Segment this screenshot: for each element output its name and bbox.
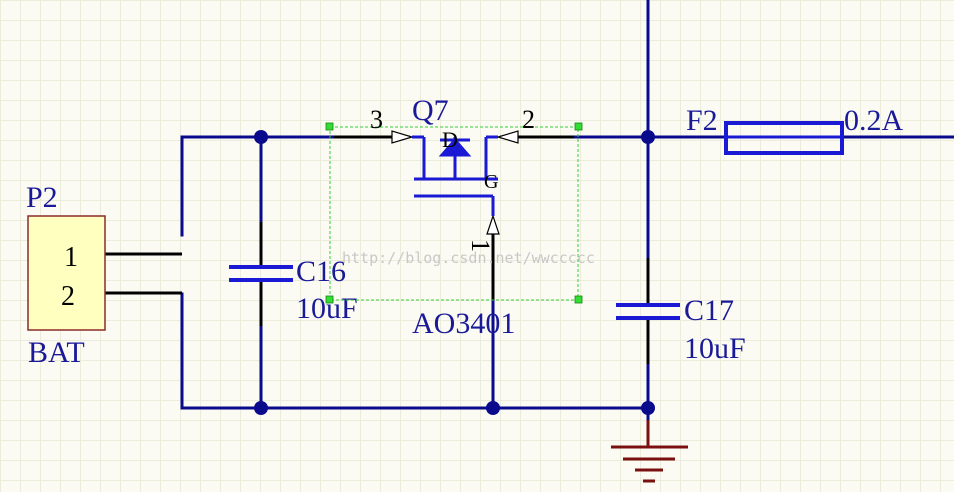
q7-overlap-token: D: [442, 127, 458, 152]
junction-dot: [641, 401, 655, 415]
mosfet-symbol: [412, 135, 498, 216]
junction-dot: [486, 401, 500, 415]
watermark-text: http://blog.csdn.net/wwccccc: [342, 249, 595, 267]
connector-pin-2: 2: [61, 281, 75, 312]
connector-designator: P2: [26, 181, 58, 214]
connector-body[interactable]: [27, 215, 106, 331]
capacitor-c17[interactable]: C17 10uF: [616, 294, 746, 365]
gate-arrow-icon: [486, 214, 500, 235]
fuse-f2[interactable]: F2 0.2A: [686, 104, 904, 155]
connector-value: BAT: [28, 336, 85, 369]
c16-designator: C16: [296, 255, 346, 288]
junction-dot: [641, 130, 655, 144]
drain-arrow-icon: [391, 130, 415, 144]
selection-handle[interactable]: [325, 295, 334, 304]
ground-symbol[interactable]: [611, 420, 688, 483]
connector-pin-1: 1: [64, 242, 78, 273]
junctions: [254, 130, 655, 415]
selection-box: [329, 126, 579, 301]
junction-dot: [254, 130, 268, 144]
wires: [180, 0, 954, 422]
fuse-value: 0.2A: [844, 104, 904, 137]
selection-handle[interactable]: [574, 295, 583, 304]
q7-designator: Q7: [412, 94, 449, 127]
c17-designator: C17: [684, 294, 734, 327]
q7-pin-source: 2: [522, 105, 535, 134]
source-arrow-icon: [495, 130, 519, 144]
mosfet-q7[interactable]: D G 3 2 1 Q7 AO3401: [325, 94, 583, 340]
q7-overlap-token: G: [484, 171, 498, 193]
q7-part: AO3401: [412, 307, 515, 340]
fuse-designator: F2: [686, 104, 718, 137]
junction-dot: [254, 401, 268, 415]
connector-p2[interactable]: P2 1 2 BAT: [26, 181, 106, 369]
q7-pin-drain: 3: [370, 105, 383, 134]
c17-value: 10uF: [684, 332, 746, 365]
selection-handle[interactable]: [325, 122, 334, 131]
q7-pin-gate: 1: [466, 239, 495, 252]
selection-handle[interactable]: [574, 122, 583, 131]
capacitor-c16[interactable]: C16 10uF: [229, 255, 358, 325]
